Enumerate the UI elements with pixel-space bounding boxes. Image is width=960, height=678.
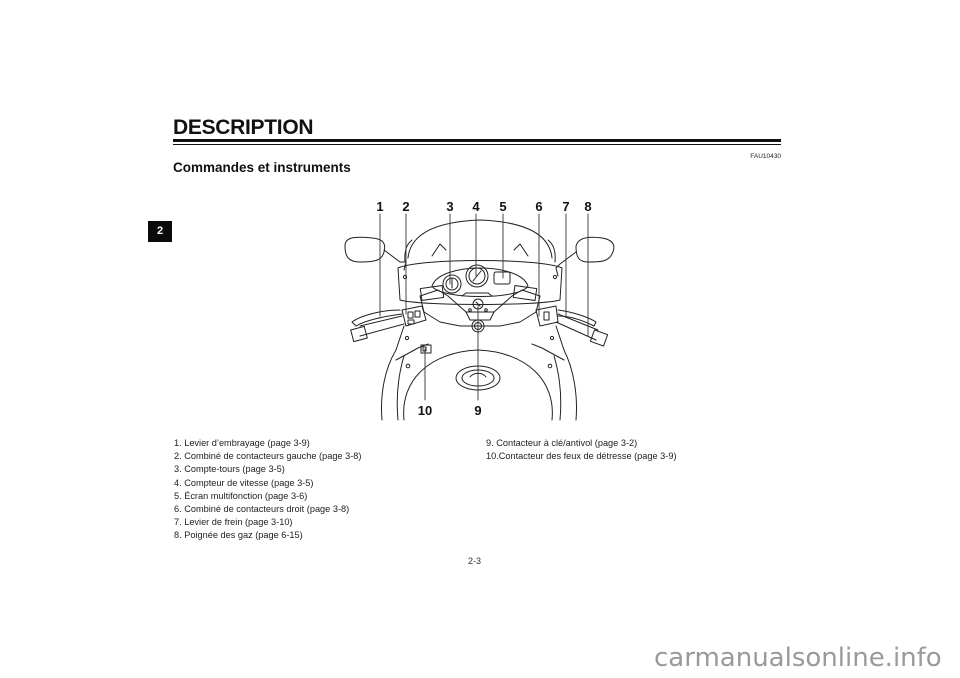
page-title: DESCRIPTION (173, 116, 314, 139)
watermark-link[interactable]: carmanualsonline.info (654, 643, 942, 673)
legend-list-right: 9. Contacteur à clé/antivol (page 3-2) 1… (486, 437, 677, 463)
callout-label-2: 2 (402, 199, 410, 214)
title-rule-thick (173, 139, 781, 142)
legend-item: 6. Combiné de contacteurs droit (page 3-… (174, 504, 350, 515)
page-number: 2-3 (468, 556, 482, 566)
callout-label-10: 10 (417, 403, 433, 418)
legend-item: 2. Combiné de contacteurs gauche (page 3… (174, 451, 362, 462)
callout-label-4: 4 (472, 199, 480, 214)
legend-item: 7. Levier de frein (page 3-10) (174, 517, 293, 528)
callout-label-7: 7 (562, 199, 570, 214)
callout-label-5: 5 (499, 199, 507, 214)
legend-item: 8. Poignée des gaz (page 6-15) (174, 530, 303, 541)
callout-label-8: 8 (584, 199, 592, 214)
callout-label-3: 3 (446, 199, 454, 214)
handlebar-diagram: 1 2 3 4 5 6 7 8 10 9 (330, 192, 630, 422)
legend-item: 3. Compte-tours (page 3-5) (174, 464, 285, 475)
legend-item: 4. Compteur de vitesse (page 3-5) (174, 477, 314, 488)
title-rule-thin (173, 144, 781, 145)
section-subtitle: Commandes et instruments (173, 160, 351, 175)
callout-label-6: 6 (535, 199, 543, 214)
legend-item: 9. Contacteur à clé/antivol (page 3-2) (486, 438, 638, 448)
legend-item: 1. Levier d’embrayage (page 3-9) (174, 438, 310, 448)
section-code: FAU10430 (750, 153, 781, 160)
callout-label-1: 1 (376, 199, 384, 214)
legend-item: 10.Contacteur des feux de détresse (page… (486, 451, 677, 462)
motorcycle-controls-illustration (344, 213, 615, 421)
callout-label-9: 9 (474, 403, 482, 418)
legend-item: 5. Écran multifonction (page 3-6) (174, 490, 308, 501)
chapter-tab: 2 (148, 221, 172, 242)
legend-list-left: 1. Levier d’embrayage (page 3-9) 2. Comb… (174, 437, 361, 543)
